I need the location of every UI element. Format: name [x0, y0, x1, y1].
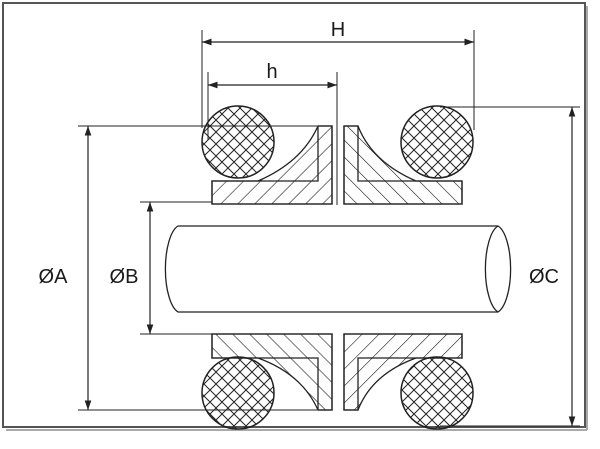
shaft: [164, 225, 512, 313]
o-ring-bottom-right: [400, 356, 474, 430]
label-h: h: [266, 61, 277, 83]
dimension-lines: [84, 38, 576, 426]
o-ring-top-right: [400, 105, 474, 179]
o-ring-top-left: [201, 105, 275, 179]
label-diameter-A: ØA: [39, 266, 69, 288]
bottom-housing: [211, 333, 463, 411]
label-diameter-B: ØB: [110, 266, 139, 288]
label-diameter-C: ØC: [529, 266, 559, 288]
o-ring-bottom-left: [201, 356, 275, 430]
top-housing: [211, 125, 463, 205]
o-rings: [201, 105, 474, 430]
label-H: H: [331, 19, 345, 41]
